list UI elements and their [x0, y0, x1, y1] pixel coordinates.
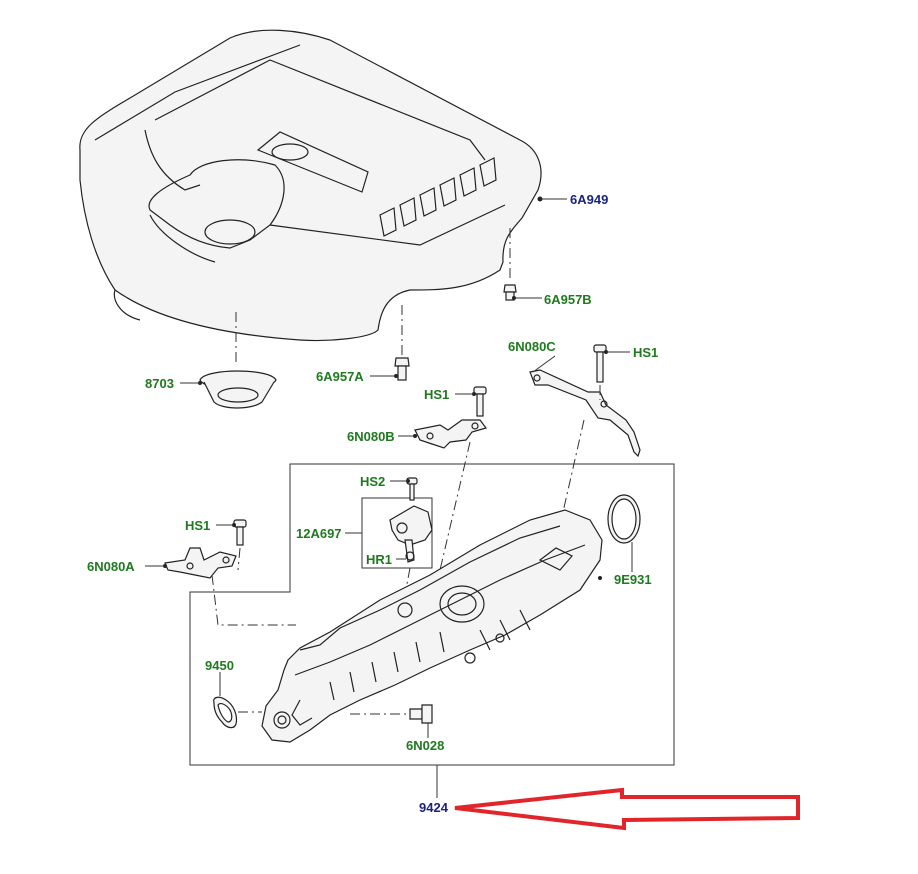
label-gasket-throttle[interactable]: 9E931 — [614, 572, 652, 587]
label-bracket-a[interactable]: 6N080A — [87, 559, 135, 574]
bolt-c — [593, 344, 630, 400]
bracket-c — [529, 355, 641, 458]
bolt-b — [455, 386, 487, 417]
insulator — [180, 312, 277, 409]
label-stud-left[interactable]: 6A957A — [316, 369, 364, 384]
bracket-b — [398, 419, 488, 449]
label-insulator[interactable]: 8703 — [145, 376, 174, 391]
bracket-a — [145, 547, 237, 579]
label-stud-right[interactable]: 6A957B — [544, 292, 592, 307]
label-cover[interactable]: 6A949 — [570, 192, 608, 207]
engine-cover — [79, 29, 542, 342]
stud-right — [503, 228, 542, 301]
intake-manifold — [261, 509, 603, 743]
screw-sensor — [390, 477, 418, 501]
assembly-box — [189, 463, 675, 766]
label-seal-egr[interactable]: 9450 — [205, 658, 234, 673]
label-bolt-b[interactable]: HS1 — [424, 387, 449, 402]
label-bracket-c[interactable]: 6N080C — [508, 339, 556, 354]
label-screw-sensor[interactable]: HS2 — [360, 474, 385, 489]
stud-left — [370, 305, 410, 381]
label-fitting[interactable]: 6N028 — [406, 738, 444, 753]
seal-egr — [213, 672, 262, 729]
label-manifold[interactable]: 9424 — [419, 800, 449, 815]
fitting — [350, 704, 433, 738]
label-oring-sensor[interactable]: HR1 — [366, 552, 392, 567]
label-bolt-a[interactable]: HS1 — [185, 518, 210, 533]
label-bracket-b[interactable]: 6N080B — [347, 429, 395, 444]
red-arrow-annotation — [454, 787, 800, 831]
label-sensor[interactable]: 12A697 — [296, 526, 342, 541]
gasket-throttle — [607, 494, 641, 572]
label-bolt-c[interactable]: HS1 — [633, 345, 658, 360]
leader-cover — [537, 196, 567, 202]
bolt-a — [216, 519, 247, 546]
